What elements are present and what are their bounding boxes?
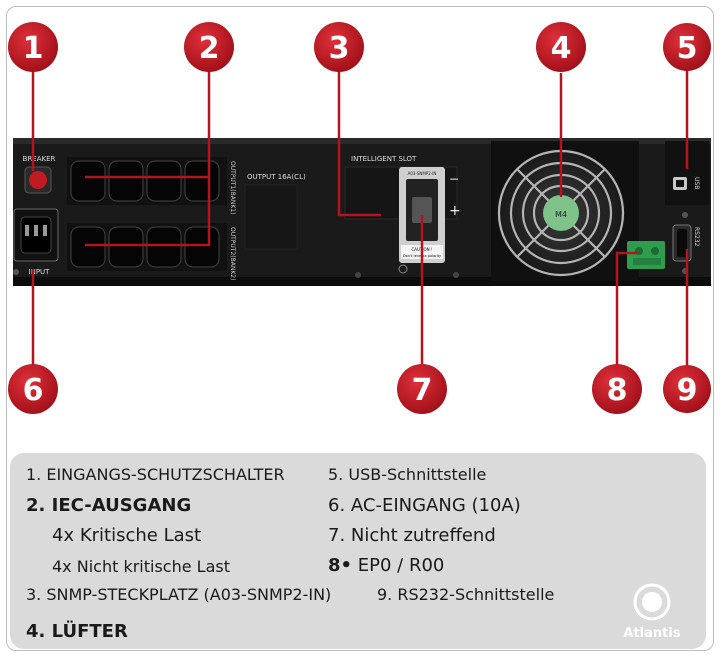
legend-item-8-number: 8•	[328, 555, 353, 576]
breaker-switch: BREAKER	[23, 155, 56, 194]
callout-8: 8	[592, 364, 642, 414]
output-bank1-label: OUTPUT1(BANK1)	[229, 161, 236, 214]
legend-item-8-text: EP0 / R00	[357, 555, 445, 576]
rs232-label: RS232	[693, 227, 700, 247]
legend-item-3: 3. SNMP-STECKPLATZ (A03-SNMP2-IN)	[26, 585, 332, 604]
figure-frame: BREAKER INPUT OUTPUT1(BANK1) OUTPUT2(BAN…	[6, 6, 714, 651]
legend-item-2-critical: 4x Kritische Last	[52, 525, 202, 546]
callout-6: 6	[8, 364, 58, 414]
plus-symbol: +	[449, 203, 461, 219]
output-bank2-label: OUTPUT2(BANK2)	[229, 227, 236, 280]
callout-leader-lines	[31, 69, 689, 367]
epo-terminal	[627, 241, 665, 269]
callout-2-number: 2	[199, 31, 220, 66]
callout-9: 9	[663, 365, 711, 413]
callout-5: 5	[663, 23, 711, 71]
input-label: INPUT	[29, 268, 51, 276]
ups-rear-panel-diagram: BREAKER INPUT OUTPUT1(BANK1) OUTPUT2(BAN…	[8, 22, 711, 414]
usb-label: USB	[693, 177, 700, 189]
legend-item-2-title: 2. IEC-AUSGANG	[26, 495, 192, 516]
callout-6-number: 6	[23, 373, 44, 408]
output-rating-label: OUTPUT 16A(CL)	[247, 173, 306, 181]
callout-2: 2	[184, 22, 234, 72]
legend-item-1: 1. EINGANGS-SCHUTZSCHALTER	[26, 465, 285, 484]
callout-3: 3	[314, 22, 364, 72]
legend-item-5: 5. USB-Schnittstelle	[328, 465, 487, 484]
brand-logo: Atlantis	[612, 582, 692, 641]
brand-name: Atlantis	[623, 626, 681, 641]
ac-input-socket: INPUT	[13, 208, 59, 276]
intelligent-slot: INTELLIGENT SLOT A03-SNMP2-IN CAUTION ! …	[344, 155, 461, 278]
callout-4: 4	[536, 22, 586, 72]
callout-5-number: 5	[677, 31, 698, 66]
legend-panel: 1. EINGANGS-SCHUTZSCHALTER 2. IEC-AUSGAN…	[10, 453, 706, 649]
minus-symbol: −	[449, 172, 459, 186]
callout-8-number: 8	[607, 373, 628, 408]
intelligent-slot-label: INTELLIGENT SLOT	[351, 155, 417, 163]
atlantis-logo-icon	[633, 583, 671, 621]
legend-item-4: 4. LÜFTER	[26, 621, 128, 642]
slot-card-tag: A03-SNMP2-IN	[408, 171, 437, 176]
fan-label: M4	[555, 210, 567, 219]
callout-7: 7	[397, 364, 447, 414]
callout-4-number: 4	[551, 31, 572, 66]
legend-item-2-noncritical: 4x Nicht kritische Last	[52, 557, 230, 576]
legend-item-8: 8• EP0 / R00	[328, 555, 444, 576]
callout-3-number: 3	[329, 31, 350, 66]
callout-7-number: 7	[412, 373, 433, 408]
legend-item-6: 6. AC-EINGANG (10A)	[328, 495, 521, 516]
breaker-label: BREAKER	[23, 155, 56, 163]
cooling-fan: M4	[491, 141, 639, 281]
callout-1: 1	[8, 22, 58, 72]
legend-item-9: 9. RS232-Schnittstelle	[377, 585, 555, 604]
callout-9-number: 9	[677, 373, 698, 408]
legend-item-7: 7. Nicht zutreffend	[328, 525, 496, 546]
iec-output-sockets: OUTPUT1(BANK1) OUTPUT2(BANK2) OUTPUT 16A…	[67, 157, 306, 280]
callout-1-number: 1	[23, 31, 44, 66]
